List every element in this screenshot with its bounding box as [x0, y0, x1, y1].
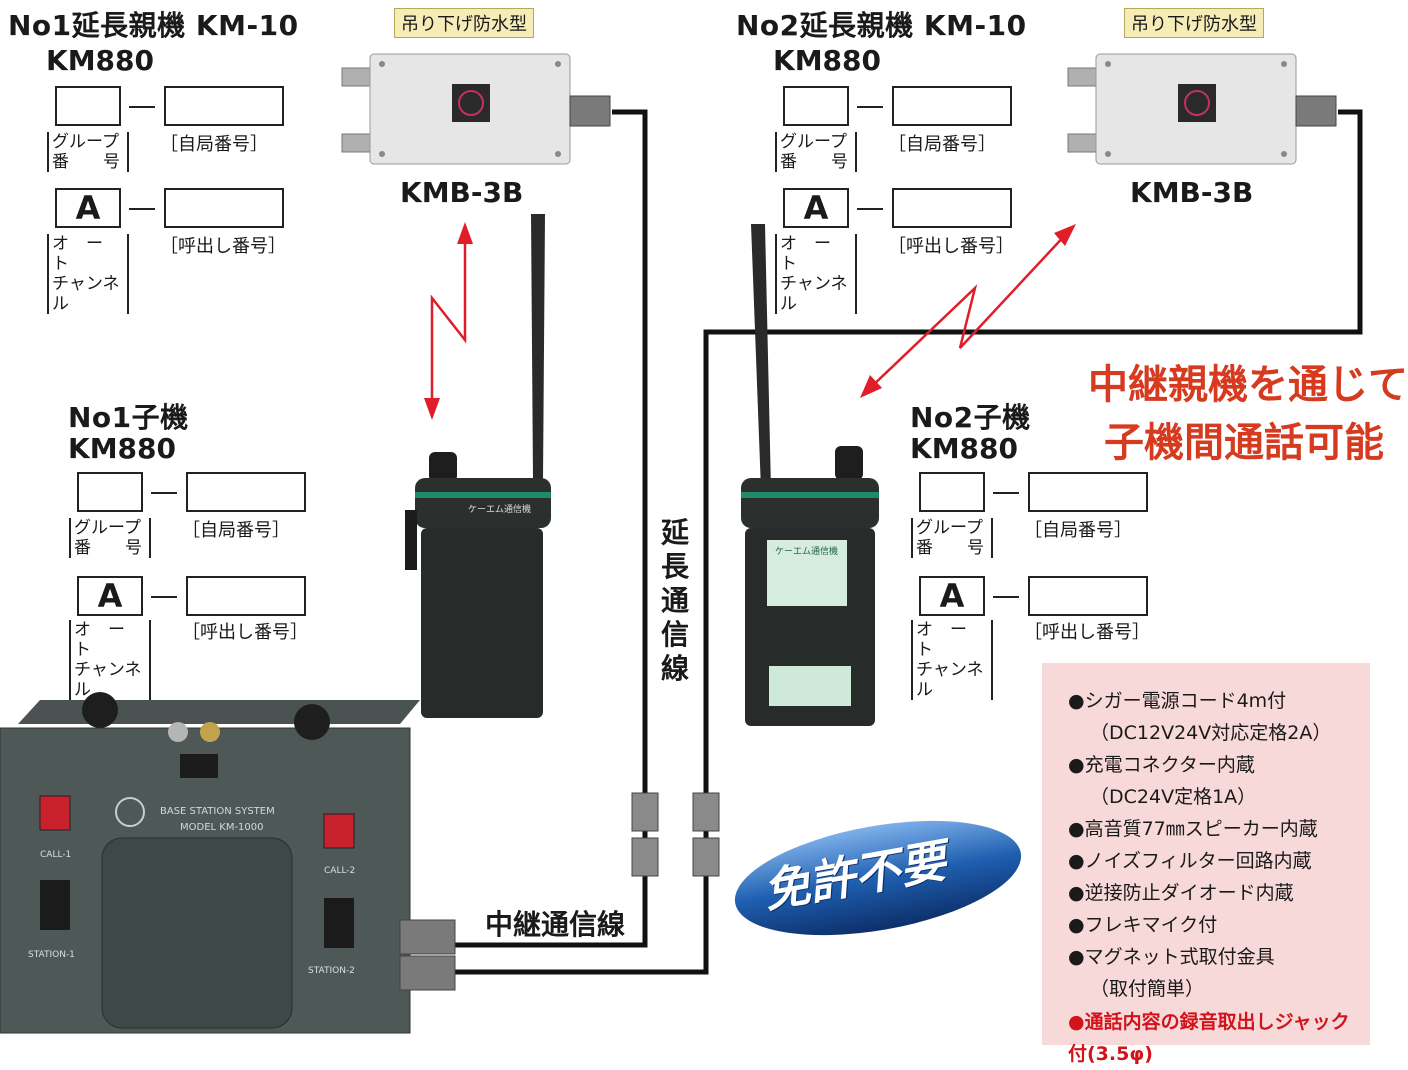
separator-dash [857, 106, 883, 108]
repeater-1-device [341, 53, 611, 165]
radio-link-arrow-1 [430, 232, 467, 410]
base-brand: BASE STATION SYSTEM [160, 806, 275, 817]
relay-line-label: 中継通信線 [485, 908, 626, 941]
auto-channel-label: オ ー トチャンネル [911, 620, 993, 700]
group-number-label: グループ番 号 [775, 132, 857, 172]
wiring-diagram [424, 109, 1363, 975]
base-station-unit [0, 692, 456, 1034]
repeater-2-name: KMB-3B [1130, 176, 1254, 209]
group-number-box [919, 472, 985, 512]
feature-item: ●フレキマイク付 [1068, 914, 1218, 936]
line-connector-2b [692, 837, 720, 877]
separator-dash [129, 208, 155, 210]
self-number-label: ［自局番号］ [888, 134, 996, 155]
line-connector-2a [692, 792, 720, 832]
feature-item: ●ノイズフィルター回路内蔵 [1068, 850, 1312, 872]
no1-child-model: KM880 [68, 432, 177, 465]
call-number-box [186, 576, 306, 616]
no2-parent-model: KM880 [773, 44, 882, 77]
auto-channel-box: A [783, 188, 849, 228]
separator-dash [857, 208, 883, 210]
group-number-box [77, 472, 143, 512]
auto-channel-box: A [55, 188, 121, 228]
feature-item: ●高音質77㎜スピーカー内蔵 [1068, 818, 1318, 840]
no1-parent-title: No1延長親機 KM-10 [8, 9, 299, 42]
feature-item: ●シガー電源コード4m付 [1068, 690, 1287, 712]
feature-highlight: ●通話内容の録音取出しジャック付(3.5φ) [1068, 1011, 1350, 1065]
feature-highlight-clip: ●通話内容の録音取出しジャック付(3.5φ) [1068, 1006, 1358, 1065]
separator-dash [129, 106, 155, 108]
handset-1 [405, 214, 551, 718]
call-number-box [892, 188, 1012, 228]
group-number-label: グループ番 号 [47, 132, 129, 172]
extension-line-1 [455, 109, 648, 948]
base-model: MODEL KM-1000 [180, 822, 264, 833]
call-number-label: ［呼出し番号］ [1024, 622, 1150, 643]
group-number-box [783, 86, 849, 126]
auto-channel-label: オ ー トチャンネル [775, 234, 857, 314]
no2-child-model: KM880 [910, 432, 1019, 465]
call-1-label: CALL-1 [40, 850, 72, 860]
repeater-1-name: KMB-3B [400, 176, 524, 209]
separator-dash [151, 596, 177, 598]
group-number-box [55, 86, 121, 126]
handset-1-label: ケーエム通信機 [468, 505, 532, 515]
group-number-label: グループ番 号 [911, 518, 993, 558]
line-connector-1a [631, 792, 659, 832]
no2-parent-title: No2延長親機 KM-10 [736, 9, 1027, 42]
self-number-label: ［自局番号］ [1024, 520, 1132, 541]
feature-item: ●マグネット式取付金具 [1068, 946, 1275, 968]
repeater-2-device [1067, 53, 1337, 165]
slogan-line-2: 子機間通話可能 [1104, 420, 1384, 466]
self-number-label: ［自局番号］ [160, 134, 268, 155]
auto-channel-box: A [919, 576, 985, 616]
radio-link-arrow-2 [867, 231, 1069, 391]
auto-channel-label: オ ー トチャンネル [69, 620, 151, 700]
group-number-label: グループ番 号 [69, 518, 151, 558]
no1-child-title: No1子機 [68, 401, 189, 434]
feature-item: （DC12V24V対応定格2A） [1090, 722, 1332, 744]
no1-parent-model: KM880 [46, 44, 155, 77]
call-number-label: ［呼出し番号］ [160, 236, 286, 257]
feature-item: （取付簡単） [1090, 978, 1205, 1000]
slogan-line-1: 中継親機を通じて [1088, 362, 1408, 408]
handset-2-label: ケーエム通信機 [775, 547, 839, 557]
feature-item: ●充電コネクター内蔵 [1068, 754, 1255, 776]
line-connector-1b [631, 837, 659, 877]
waterproof-tag-1: 吊り下げ防水型 [394, 8, 534, 38]
call-number-box [1028, 576, 1148, 616]
self-number-box [1028, 472, 1148, 512]
features-panel [1042, 663, 1370, 1045]
separator-dash [993, 492, 1019, 494]
self-number-box [186, 472, 306, 512]
self-number-box [892, 86, 1012, 126]
separator-dash [993, 596, 1019, 598]
call-number-label: ［呼出し番号］ [888, 236, 1014, 257]
extension-line-label: 延長通信線 [660, 516, 689, 685]
self-number-box [164, 86, 284, 126]
license-free-badge [734, 820, 1022, 936]
station-2-label: STATION-2 [308, 966, 355, 976]
call-number-label: ［呼出し番号］ [182, 622, 308, 643]
feature-item: ●逆接防止ダイオード内蔵 [1068, 882, 1294, 904]
auto-channel-label: オ ー トチャンネル [47, 234, 129, 314]
handset-2 [741, 224, 879, 726]
waterproof-tag-2: 吊り下げ防水型 [1124, 8, 1264, 38]
no2-child-title: No2子機 [910, 401, 1031, 434]
call-number-box [164, 188, 284, 228]
separator-dash [151, 492, 177, 494]
self-number-label: ［自局番号］ [182, 520, 290, 541]
call-2-label: CALL-2 [324, 866, 356, 876]
feature-item: （DC24V定格1A） [1090, 786, 1257, 808]
auto-channel-box: A [77, 576, 143, 616]
station-1-label: STATION-1 [28, 950, 75, 960]
extension-line-2 [455, 109, 1363, 975]
